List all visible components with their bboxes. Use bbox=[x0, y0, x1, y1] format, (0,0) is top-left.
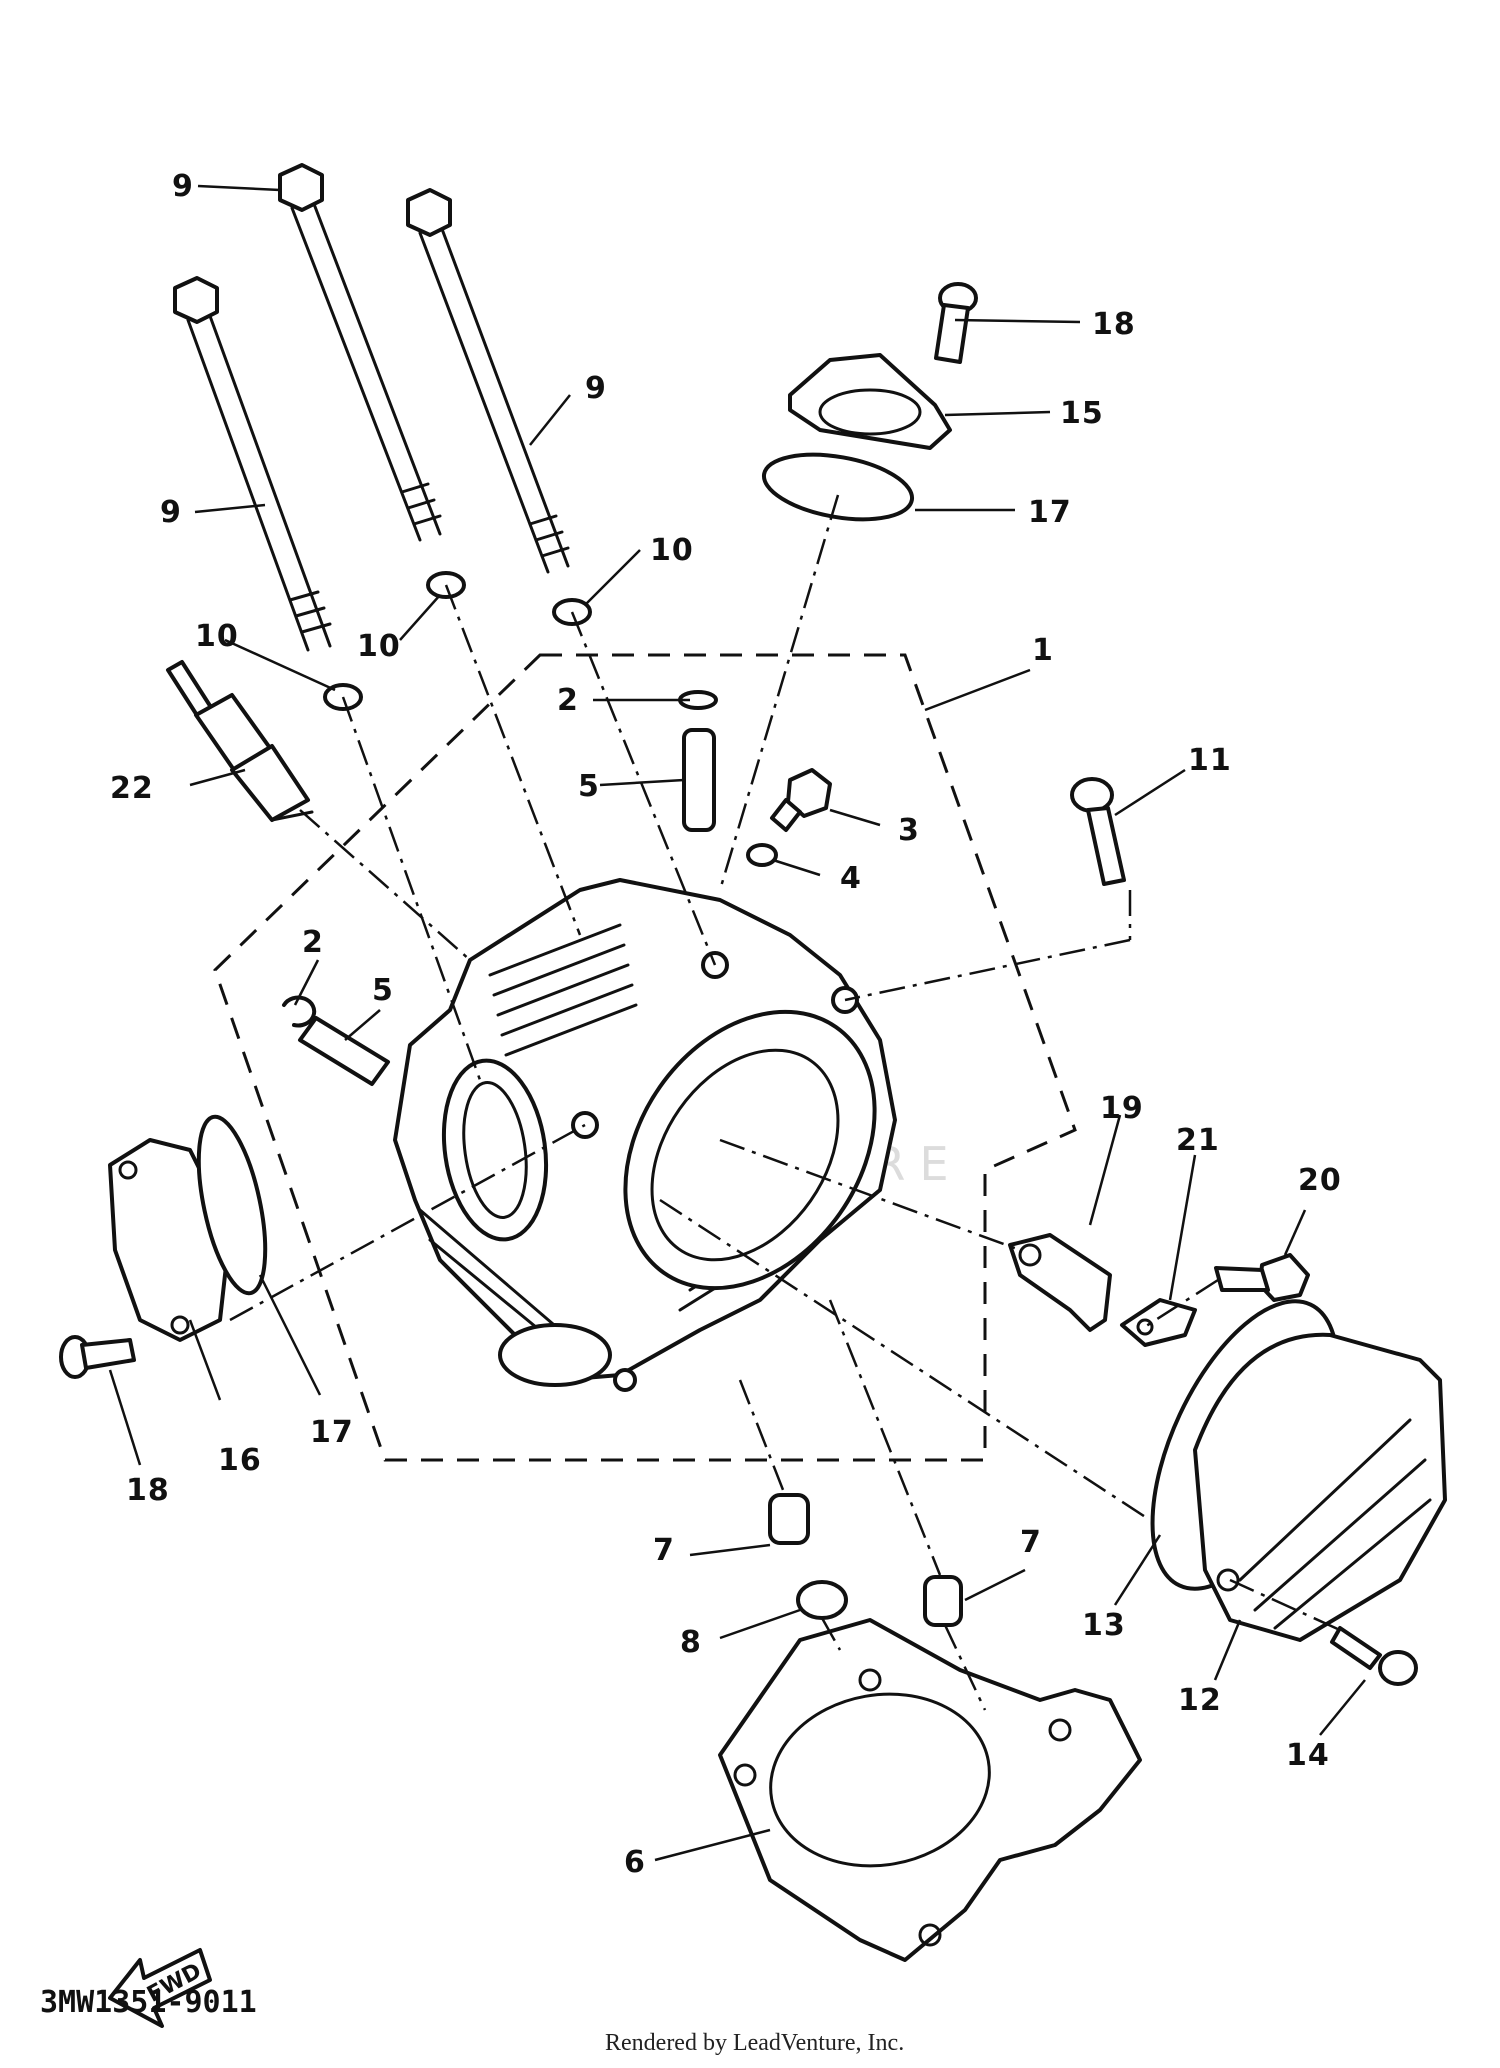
callout-21: 21 bbox=[1176, 1123, 1220, 1158]
render-credit: Rendered by LeadVenture, Inc. bbox=[605, 2030, 904, 2056]
callout-2: 2 bbox=[557, 683, 579, 718]
callout-14: 14 bbox=[1286, 1738, 1330, 1773]
callout-10: 10 bbox=[195, 619, 239, 654]
valve-guide-clip-left[interactable] bbox=[282, 995, 317, 1028]
leader-lines bbox=[108, 184, 1366, 1862]
valve-cover-12[interactable] bbox=[1193, 1332, 1447, 1642]
bolt-20[interactable] bbox=[1214, 1253, 1310, 1302]
callout-22: 22 bbox=[110, 771, 154, 806]
alignment-lines bbox=[229, 494, 1341, 1711]
callout-10: 10 bbox=[650, 533, 694, 568]
spark-plug[interactable] bbox=[166, 660, 314, 822]
callout-labels: 9 9 9 10 10 10 2 5 3 4 18 15 17 1 11 22 … bbox=[110, 169, 1342, 1880]
callout-12: 12 bbox=[1178, 1683, 1222, 1718]
head-bolt-right[interactable] bbox=[406, 188, 570, 574]
callout-7: 7 bbox=[1020, 1525, 1042, 1560]
dowel-pin-7-left[interactable] bbox=[768, 1493, 810, 1545]
callout-9: 9 bbox=[585, 371, 607, 406]
head-bolt-center[interactable] bbox=[278, 163, 442, 542]
callout-19: 19 bbox=[1100, 1091, 1144, 1126]
callout-1: 1 bbox=[1032, 633, 1054, 668]
callout-11: 11 bbox=[1188, 743, 1232, 778]
head-bolt-left[interactable] bbox=[173, 276, 332, 652]
seal-8[interactable] bbox=[796, 1580, 848, 1620]
callout-17: 17 bbox=[1028, 495, 1072, 530]
callout-9: 9 bbox=[172, 169, 194, 204]
washer-4[interactable] bbox=[746, 843, 778, 867]
valve-guide-left[interactable] bbox=[298, 1016, 390, 1086]
callout-7: 7 bbox=[653, 1533, 675, 1568]
camshaft-cap-15[interactable] bbox=[788, 353, 952, 450]
cap-bolt-18-left[interactable] bbox=[59, 1335, 136, 1379]
o-ring-17-top[interactable] bbox=[759, 444, 917, 529]
callout-5: 5 bbox=[578, 769, 600, 804]
cap-bolt-18-top[interactable] bbox=[934, 282, 978, 364]
bolt-3[interactable] bbox=[770, 768, 832, 832]
callout-8: 8 bbox=[680, 1625, 702, 1660]
callout-18: 18 bbox=[126, 1473, 170, 1508]
callout-9: 9 bbox=[160, 495, 182, 530]
callout-5: 5 bbox=[372, 973, 394, 1008]
o-ring-17-left[interactable] bbox=[186, 1111, 278, 1299]
diagram-code: 3MW1351-9011 bbox=[40, 1985, 257, 2020]
callout-20: 20 bbox=[1298, 1163, 1342, 1198]
callout-18: 18 bbox=[1092, 307, 1136, 342]
bolt-14[interactable] bbox=[1330, 1626, 1418, 1686]
head-gasket-6[interactable] bbox=[718, 1618, 1142, 1962]
callout-13: 13 bbox=[1082, 1608, 1126, 1643]
bracket-21[interactable] bbox=[1120, 1298, 1197, 1347]
cylinder-head-assembly-boundary bbox=[213, 653, 1077, 1462]
callout-3: 3 bbox=[898, 813, 920, 848]
callout-17: 17 bbox=[310, 1415, 354, 1450]
bolt-11[interactable] bbox=[1070, 777, 1126, 886]
callout-16: 16 bbox=[218, 1443, 262, 1478]
callout-10: 10 bbox=[357, 629, 401, 664]
cylinder-head[interactable] bbox=[393, 878, 926, 1392]
dowel-pin-7-right[interactable] bbox=[923, 1575, 963, 1627]
callout-2: 2 bbox=[302, 925, 324, 960]
callout-6: 6 bbox=[624, 1845, 646, 1880]
callout-15: 15 bbox=[1060, 396, 1104, 431]
callout-4: 4 bbox=[840, 861, 862, 896]
valve-guide-top[interactable] bbox=[682, 728, 716, 832]
bracket-19[interactable] bbox=[1008, 1233, 1112, 1332]
